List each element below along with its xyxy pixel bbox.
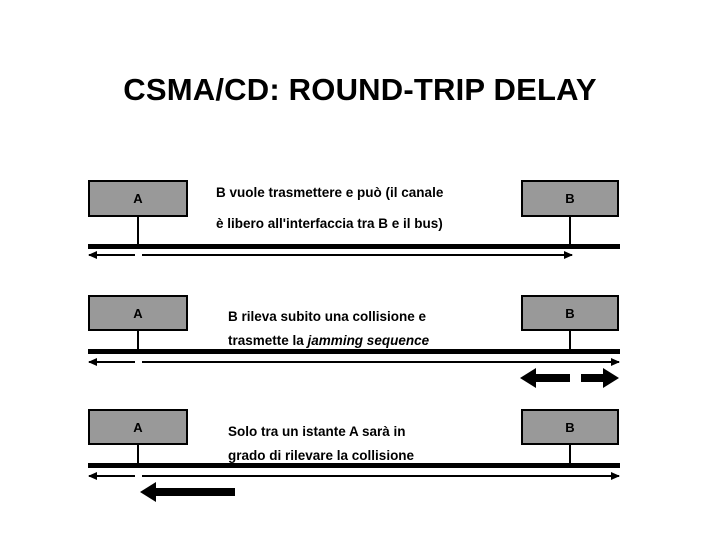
node-b-step2: B: [521, 295, 619, 331]
delay-arrow-right-step1: [142, 251, 573, 259]
delay-arrow-right-step3: [142, 472, 620, 480]
caption-text: grado di rilevare la collisione: [228, 448, 415, 463]
node-label: B: [565, 191, 575, 206]
node-label: B: [565, 419, 575, 435]
caption-text: trasmette la: [228, 333, 308, 348]
caption-text: è libero all'interfaccia tra B e il bus): [216, 216, 443, 231]
node-a-stem-step1: [137, 217, 139, 244]
page-title: CSMA/CD: ROUND-TRIP DELAY: [123, 72, 597, 107]
node-a-stem-step3: [137, 445, 139, 463]
caption-text: Solo tra un istante A sarà in: [228, 424, 406, 439]
delay-arrow-left-step2: [88, 358, 135, 366]
node-b-step1: B: [521, 180, 619, 217]
bus-line-step3: [88, 463, 620, 468]
caption-step1-line2: è libero all'interfaccia tra B e il bus): [216, 217, 443, 231]
caption-text: B rileva subito una collisione e: [228, 309, 427, 324]
node-b-step3: B: [521, 409, 619, 445]
node-label: A: [133, 191, 143, 206]
caption-text: B vuole trasmettere e può (il canale: [216, 185, 444, 200]
caption-step2-line1: B rileva subito una collisione e: [228, 310, 426, 324]
jam-arrow-left-step2: [520, 368, 570, 388]
node-a-step2: A: [88, 295, 188, 331]
node-a-stem-step2: [137, 331, 139, 349]
caption-text-italic: jamming sequence: [307, 333, 430, 348]
node-b-stem-step3: [569, 445, 571, 463]
node-b-stem-step1: [569, 217, 571, 244]
node-a-step1: A: [88, 180, 188, 217]
caption-step1-line1: B vuole trasmettere e può (il canale: [216, 186, 443, 200]
node-a-step3: A: [88, 409, 188, 445]
caption-step3-line1: Solo tra un istante A sarà in: [228, 425, 406, 439]
jam-arrow-right-step2: [581, 368, 619, 388]
node-label: A: [133, 305, 143, 321]
collision-arrow-left-step3: [140, 482, 235, 502]
delay-arrow-right-step2: [142, 358, 620, 366]
bus-line-step2: [88, 349, 620, 354]
node-label: A: [133, 419, 143, 435]
caption-step3-line2: grado di rilevare la collisione: [228, 449, 414, 463]
delay-arrow-left-step1: [88, 251, 135, 259]
caption-step2-line2: trasmette la jamming sequence: [228, 334, 429, 348]
node-b-stem-step2: [569, 331, 571, 349]
node-label: B: [565, 305, 575, 321]
bus-line-step1: [88, 244, 620, 249]
delay-arrow-left-step3: [88, 472, 135, 480]
